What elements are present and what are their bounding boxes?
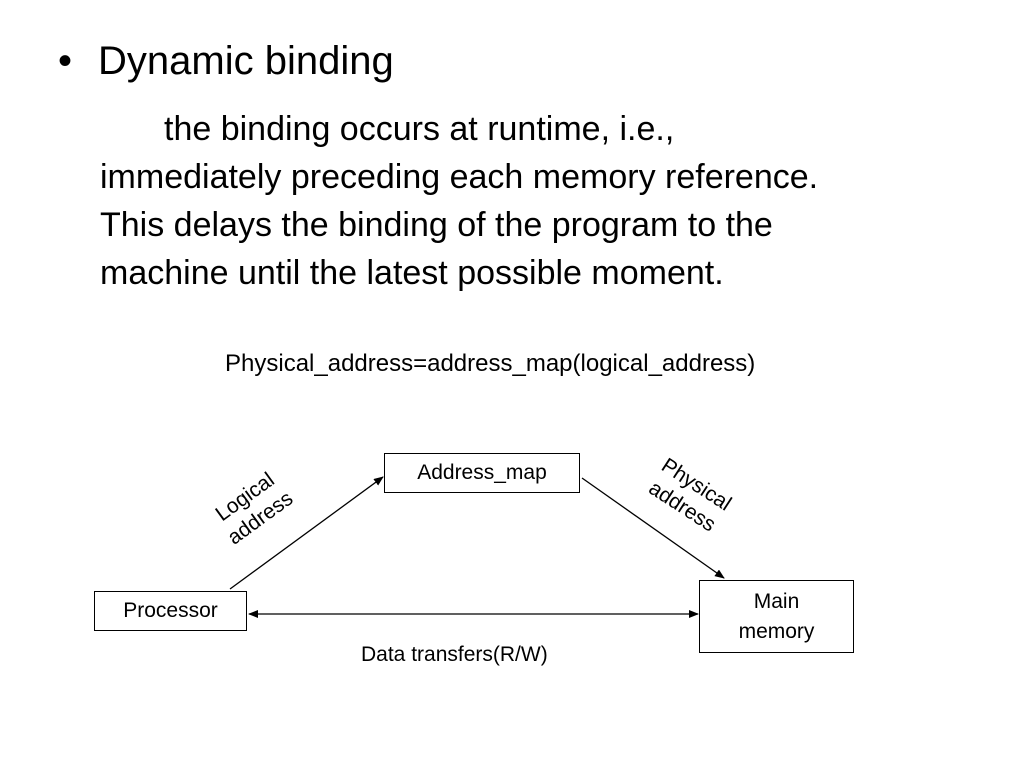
logical-address-label: Logical address: [185, 449, 321, 567]
heading-text: Dynamic binding: [98, 39, 394, 83]
description-paragraph: the binding occurs at runtime, i.e., imm…: [100, 105, 1000, 297]
slide-heading: • Dynamic binding: [58, 36, 394, 86]
data-transfers-label: Data transfers(R/W): [361, 643, 548, 666]
main-memory-label-line2: memory: [738, 619, 815, 643]
paragraph-line-3: This delays the binding of the program t…: [100, 206, 773, 244]
paragraph-line-4: machine until the latest possible moment…: [100, 254, 724, 292]
processor-node: Processor: [94, 591, 247, 631]
bullet-icon: •: [58, 39, 73, 83]
paragraph-line-2: immediately preceding each memory refere…: [100, 158, 819, 196]
main-memory-label-line1: Main: [753, 589, 800, 613]
physical-address-label: Physical address: [620, 439, 757, 553]
paragraph-line-1: the binding occurs at runtime, i.e.,: [164, 110, 675, 148]
address-map-node: Address_map: [384, 453, 580, 493]
main-memory-node: Main memory: [699, 580, 854, 653]
address-formula: Physical_address=address_map(logical_add…: [225, 350, 756, 377]
